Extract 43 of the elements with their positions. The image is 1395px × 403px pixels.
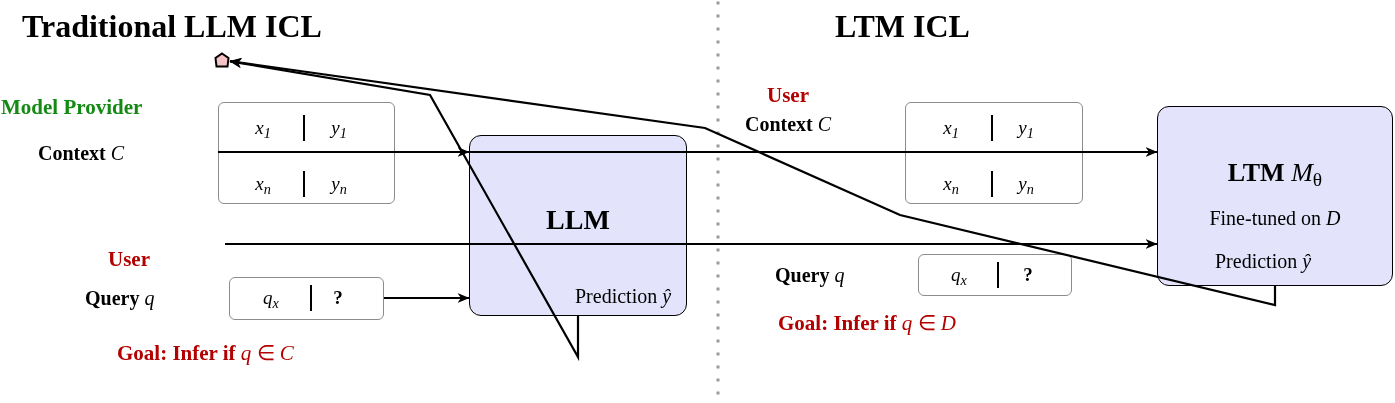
arrow: [229, 58, 580, 362]
model-name: LTM M$_{θ}$: [1227, 157, 1323, 189]
connector-line: [225, 242, 469, 246]
prediction-label: Prediction ŷ: [1215, 249, 1312, 273]
math-symbol: x$_{n}$: [943, 173, 959, 195]
math-symbol: y$_{1}$: [331, 117, 347, 139]
panel-heading: Traditional LLM ICL: [22, 7, 322, 46]
math-symbol: x$_{n}$: [255, 173, 271, 195]
arrow: [218, 147, 470, 157]
math-symbol: x$_{1}$: [943, 117, 959, 139]
model-description: Fine-tuned on D: [1209, 206, 1341, 230]
goal-text: Goal: Infer if q ∈ C: [117, 340, 294, 366]
arrow: [384, 293, 470, 303]
math-symbol: y$_{n}$: [1018, 173, 1034, 195]
prediction-label: Prediction ŷ: [575, 284, 672, 308]
arrow: [905, 147, 1158, 157]
query-table: [229, 277, 384, 320]
query-table: [918, 254, 1072, 296]
role-label: Model Provider: [1, 94, 143, 120]
math-symbol: q$_{x}$: [951, 264, 967, 286]
context-table: [905, 102, 1083, 204]
model-box: [469, 135, 687, 316]
role-label: User: [767, 82, 809, 108]
arrow: [229, 57, 1277, 307]
context-label: Context C: [38, 141, 125, 165]
goal-text: Goal: Infer if q ∈ D: [778, 310, 957, 336]
context-label: Context C: [745, 112, 832, 136]
arrow: [469, 239, 1158, 249]
math-symbol: ?: [333, 287, 343, 309]
query-label: Query q: [775, 263, 845, 287]
math-symbol: y$_{n}$: [331, 173, 347, 195]
math-symbol: q$_{x}$: [263, 287, 279, 309]
model-box: [1157, 106, 1393, 286]
math-symbol: y$_{1}$: [1018, 117, 1034, 139]
role-label: User: [108, 246, 150, 272]
math-symbol: ?: [1023, 264, 1033, 286]
pentagon-icon: [214, 52, 230, 68]
connector-line: [469, 150, 905, 154]
math-symbol: x$_{1}$: [255, 117, 271, 139]
model-name: LLM: [546, 203, 610, 237]
panel-heading: LTM ICL: [835, 7, 970, 46]
context-table: [218, 102, 395, 204]
query-label: Query q: [85, 286, 155, 310]
